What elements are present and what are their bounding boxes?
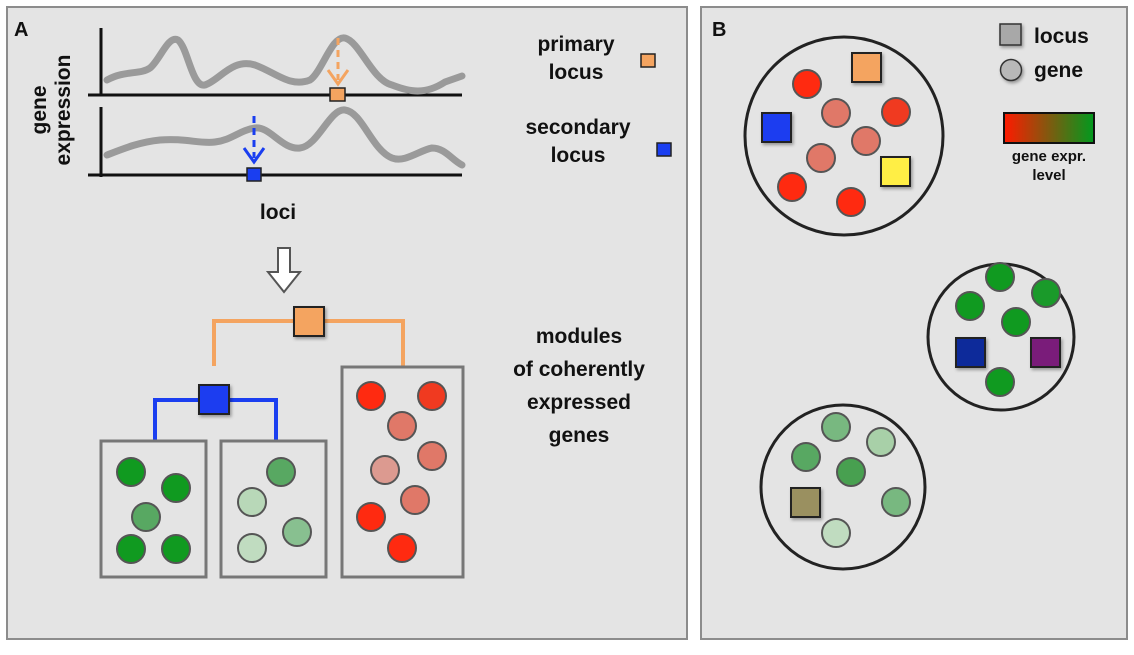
secondary-arrow-head <box>242 147 266 165</box>
gene-circle <box>821 98 851 128</box>
gene-circle <box>866 427 896 457</box>
dendrogram <box>153 306 405 441</box>
gene-circle <box>1031 278 1061 308</box>
gene-circle <box>116 534 146 564</box>
y-axis-label: gene expression <box>28 55 75 166</box>
gene-circle <box>806 143 836 173</box>
upper-expression-curve <box>103 34 466 95</box>
gene-circle <box>387 411 417 441</box>
gene-circle <box>282 517 312 547</box>
modules-label-line4: genes <box>549 424 610 447</box>
panel-b <box>700 6 1128 640</box>
module-box-green <box>99 439 208 579</box>
expr-legend-label-line2: level <box>1032 167 1065 184</box>
y-axis-label-line1: gene <box>28 85 51 134</box>
gene-circle <box>161 534 191 564</box>
gene-legend-label: gene <box>1034 59 1083 82</box>
x-axis-label: loci <box>260 201 296 224</box>
primary-locus-label-line1: primary <box>537 33 614 56</box>
cluster-1 <box>743 35 945 237</box>
upper-plot <box>88 28 466 102</box>
gene-circle <box>266 457 296 487</box>
panel-b-letter: B <box>712 19 726 41</box>
gene-circle <box>777 172 807 202</box>
gene-circle <box>131 502 161 532</box>
expression-gradient-bar <box>1003 112 1095 144</box>
gene-circle <box>791 442 821 472</box>
primary-arrow-head <box>326 69 350 87</box>
gene-circle <box>237 533 267 563</box>
cluster-3 <box>759 403 927 571</box>
gene-circle <box>821 518 851 548</box>
gene-circle <box>417 381 447 411</box>
gene-circle <box>237 487 267 517</box>
primary-node <box>293 306 325 337</box>
cluster-2 <box>926 262 1076 412</box>
gene-circle <box>851 126 881 156</box>
locus-legend-label: locus <box>1034 25 1089 48</box>
secondary-locus-legend-swatch <box>656 142 672 157</box>
y-axis-label-line2: expression <box>52 55 75 166</box>
gene-circle <box>836 187 866 217</box>
locus-square <box>955 337 986 368</box>
locus-square <box>790 487 821 518</box>
secondary-locus-marker <box>246 167 262 182</box>
gene-circle <box>161 473 191 503</box>
gene-circle <box>985 367 1015 397</box>
cluster-1-boundary <box>743 35 945 237</box>
gene-circle <box>985 262 1015 292</box>
gene-legend-circle <box>999 58 1023 82</box>
lower-plot <box>88 106 466 182</box>
gene-circle <box>881 97 911 127</box>
secondary-node <box>198 384 230 415</box>
down-arrow-icon <box>265 247 303 294</box>
modules-label-line3: expressed <box>527 391 631 414</box>
primary-locus-marker <box>329 87 346 102</box>
gene-circle <box>821 412 851 442</box>
gene-circle <box>356 502 386 532</box>
locus-square <box>880 156 911 187</box>
secondary-locus-label-line2: locus <box>551 144 606 167</box>
gene-circle <box>1001 307 1031 337</box>
locus-legend-square <box>999 23 1022 46</box>
locus-square <box>761 112 792 143</box>
locus-square <box>851 52 882 83</box>
gene-circle <box>400 485 430 515</box>
lower-expression-curve <box>103 106 466 169</box>
panel-a-letter: A <box>14 19 28 41</box>
gene-circle <box>370 455 400 485</box>
secondary-locus-label-line1: secondary <box>525 116 630 139</box>
module-genes-red <box>356 381 447 563</box>
module-genes-pale-green <box>237 457 312 563</box>
gene-circle <box>955 291 985 321</box>
gene-circle <box>116 457 146 487</box>
module-box-pale-green <box>219 439 328 579</box>
cluster-3-boundary <box>759 403 927 571</box>
gene-circle <box>881 487 911 517</box>
module-genes-green <box>116 457 191 564</box>
modules-label-line2: of coherently <box>513 358 645 381</box>
gene-circle <box>417 441 447 471</box>
gene-circle <box>836 457 866 487</box>
primary-locus-label-line2: locus <box>549 61 604 84</box>
locus-square <box>1030 337 1061 368</box>
expr-legend-label-line1: gene expr. <box>1012 148 1086 165</box>
gene-circle <box>356 381 386 411</box>
primary-locus-legend-swatch <box>640 53 656 68</box>
module-box-red <box>340 365 465 579</box>
gene-circle <box>387 533 417 563</box>
gene-circle <box>792 69 822 99</box>
modules-label-line1: modules <box>536 325 622 348</box>
